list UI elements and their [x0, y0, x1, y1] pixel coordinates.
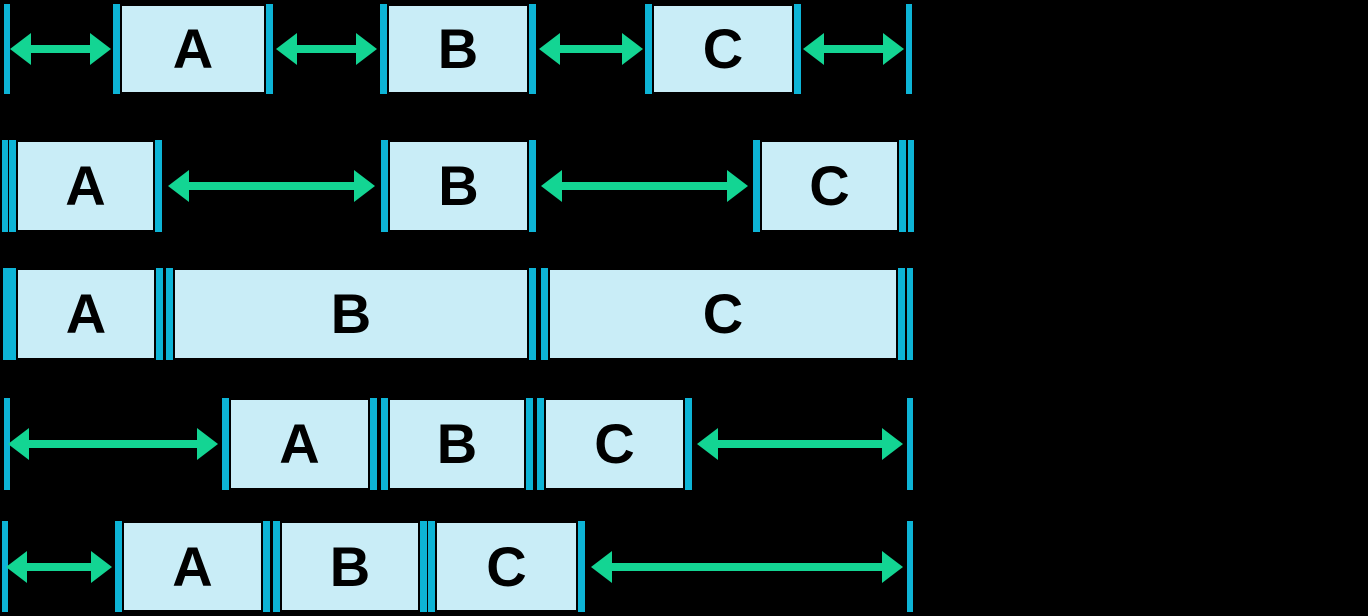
box-left-edge-bar [381, 140, 390, 232]
container-left-edge-tick [4, 398, 10, 490]
double-headed-spacing-arrow [697, 428, 903, 460]
item-box-a: A [113, 4, 273, 94]
container-right-edge-tick [906, 4, 912, 94]
box-left-edge-bar [541, 268, 550, 360]
box-right-edge-bar [576, 521, 585, 612]
double-headed-spacing-arrow [541, 170, 748, 202]
item-box-b: B [273, 521, 427, 612]
box-left-edge-bar [273, 521, 282, 612]
container-left-edge-tick [2, 140, 8, 232]
box-left-edge-bar [537, 398, 546, 490]
box-right-edge-bar [683, 398, 692, 490]
item-box-b: B [381, 398, 533, 490]
box-right-edge-bar [527, 4, 536, 94]
box-label: A [172, 534, 213, 598]
box-right-edge-bar [418, 521, 427, 612]
box-label: A [65, 282, 107, 345]
box-label: B [438, 154, 479, 217]
box-label: B [437, 17, 479, 80]
box-left-edge-bar [9, 140, 18, 232]
box-label: C [486, 534, 527, 598]
box-left-edge-bar [9, 268, 18, 360]
box-label: C [702, 282, 744, 345]
item-box-b: B [380, 4, 536, 94]
box-left-edge-bar [645, 4, 654, 94]
item-box-a: A [222, 398, 377, 490]
row-stretch-fill: A B C [0, 268, 1368, 360]
box-label: A [172, 17, 214, 80]
box-right-edge-bar [527, 268, 536, 360]
container-right-edge-tick [907, 268, 913, 360]
box-left-edge-bar [380, 4, 389, 94]
row-space-evenly: A B C [0, 4, 1368, 94]
double-headed-spacing-arrow [6, 551, 112, 583]
double-headed-spacing-arrow [276, 33, 377, 65]
box-right-edge-bar [261, 521, 270, 612]
item-box-c: C [428, 521, 585, 612]
box-left-edge-bar [113, 4, 122, 94]
container-right-edge-tick [907, 521, 913, 612]
double-headed-spacing-arrow [10, 33, 111, 65]
item-box-c: C [537, 398, 692, 490]
item-box-c: C [541, 268, 905, 360]
row-centered-group: A B C [0, 398, 1368, 490]
box-right-edge-bar [527, 140, 536, 232]
box-right-edge-bar [896, 268, 905, 360]
box-label: C [594, 412, 635, 475]
double-headed-spacing-arrow [591, 551, 903, 583]
box-left-edge-bar [115, 521, 124, 612]
box-label: A [65, 154, 106, 217]
double-headed-spacing-arrow [168, 170, 375, 202]
box-label: C [809, 154, 850, 217]
row-space-between: A B C [0, 140, 1368, 232]
box-left-edge-bar [428, 521, 437, 612]
row-left-group: A B C [0, 521, 1368, 612]
box-right-edge-bar [897, 140, 906, 232]
box-label: B [329, 534, 371, 598]
item-box-b: B [166, 268, 536, 360]
box-right-edge-bar [368, 398, 377, 490]
box-label: A [279, 412, 320, 475]
container-right-edge-tick [908, 140, 914, 232]
box-label: C [702, 17, 744, 80]
box-right-edge-bar [154, 268, 163, 360]
box-right-edge-bar [153, 140, 162, 232]
item-box-a: A [115, 521, 270, 612]
item-box-a: A [9, 140, 162, 232]
double-headed-spacing-arrow [8, 428, 218, 460]
container-left-edge-tick [2, 521, 8, 612]
box-left-edge-bar [381, 398, 390, 490]
box-left-edge-bar [166, 268, 175, 360]
box-right-edge-bar [264, 4, 273, 94]
item-box-c: C [645, 4, 801, 94]
container-left-edge-tick [3, 268, 9, 360]
item-box-c: C [753, 140, 906, 232]
box-right-edge-bar [792, 4, 801, 94]
double-headed-spacing-arrow [803, 33, 904, 65]
box-left-edge-bar [222, 398, 231, 490]
container-right-edge-tick [907, 398, 913, 490]
box-right-edge-bar [524, 398, 533, 490]
box-label: B [436, 412, 478, 475]
container-left-edge-tick [4, 4, 10, 94]
item-box-a: A [9, 268, 163, 360]
box-left-edge-bar [753, 140, 762, 232]
box-label: B [330, 282, 372, 345]
double-headed-spacing-arrow [539, 33, 643, 65]
item-box-b: B [381, 140, 536, 232]
